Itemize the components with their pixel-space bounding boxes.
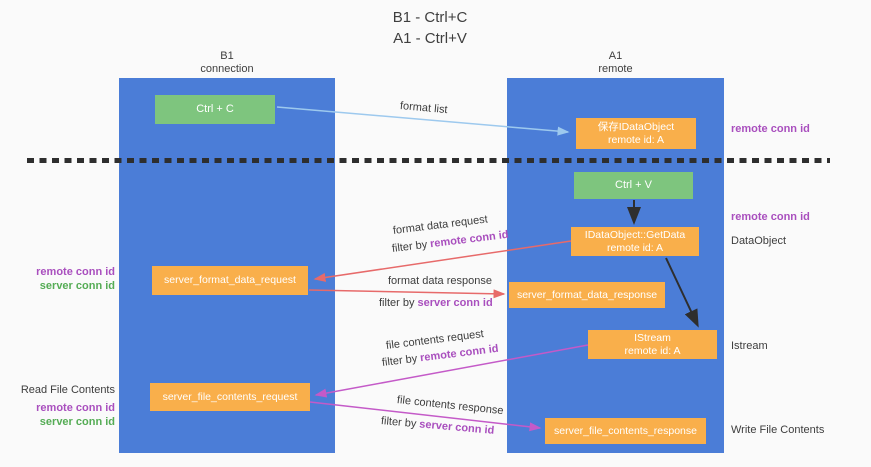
remote-conn-id-side-label-top: remote conn id [731, 123, 810, 135]
remote-conn-id-left-label-mid: remote conn id [36, 266, 115, 278]
remote-conn-id-left-label-bottom: remote conn id [36, 402, 115, 414]
save-idataobject-node: 保存IDataObject remote id: A [576, 118, 696, 149]
ctrl-v-node: Ctrl + V [574, 172, 693, 199]
lane-header-b1: B1 connection [119, 50, 335, 76]
server-conn-id-left-label-mid: server conn id [39, 280, 115, 292]
server-conn-id-text: server conn id [418, 418, 495, 437]
ctrl-c-label: Ctrl + C [196, 103, 234, 115]
read-file-contents-label: Read File Contents [20, 384, 115, 396]
filter-by-text: filter by [391, 238, 428, 255]
istream-side-label: Istream [731, 340, 768, 352]
file-contents-response-label: file contents response [396, 394, 505, 418]
remote-conn-id-side-label-mid: remote conn id [731, 211, 810, 223]
istream-line1: IStream [634, 331, 671, 344]
save-idataobject-line1: 保存IDataObject [597, 120, 675, 133]
server-conn-id-text: server conn id [417, 297, 493, 309]
server-file-contents-request-label: server_file_contents_request [162, 390, 298, 403]
server-format-data-response-node: server_format_data_response [509, 282, 665, 308]
idataobject-getdata-node: IDataObject::GetData remote id: A [571, 227, 699, 256]
lane-a1-subtitle: remote [598, 63, 633, 75]
lane-b1-subtitle: connection [200, 63, 254, 75]
format-data-response-arrow [308, 289, 506, 299]
ctrl-c-node: Ctrl + C [155, 95, 275, 124]
server-format-data-request-node: server_format_data_request [152, 266, 308, 295]
diagram-title: B1 - Ctrl+C A1 - Ctrl+V [300, 7, 560, 49]
server-format-data-request-label: server_format_data_request [164, 274, 296, 286]
getdata-line2: remote id: A [606, 241, 664, 254]
save-idataobject-line2: remote id: A [607, 133, 665, 146]
server-conn-id-left-label-bottom: server conn id [39, 416, 115, 428]
format-list-label: format list [399, 100, 449, 117]
filter-by-text: filter by [379, 297, 415, 309]
format-data-response-label: format data response [388, 275, 492, 287]
filter-by-text: filter by [380, 415, 417, 431]
remote-conn-id-text: remote conn id [429, 228, 510, 251]
ctrl-v-label: Ctrl + V [615, 179, 652, 191]
lane-a1-title: A1 [608, 50, 623, 62]
phase-divider-dashed-line [27, 158, 830, 163]
server-file-contents-response-label: server_file_contents_response [553, 424, 697, 437]
server-file-contents-request-node: server_file_contents_request [150, 383, 310, 411]
lane-b1-title: B1 [220, 50, 234, 62]
istream-line2: remote id: A [624, 344, 681, 357]
filter-by-text: filter by [381, 352, 418, 369]
title-line-1: B1 - Ctrl+C [392, 9, 468, 26]
server-file-contents-response-node: server_file_contents_response [545, 418, 706, 444]
dataobject-side-label: DataObject [731, 235, 787, 247]
lane-header-a1: A1 remote [507, 50, 724, 76]
server-format-data-response-label: server_format_data_response [516, 288, 658, 301]
title-line-2: A1 - Ctrl+V [393, 30, 467, 47]
write-file-contents-label: Write File Contents [731, 424, 825, 436]
getdata-line1: IDataObject::GetData [584, 228, 686, 241]
istream-node: IStream remote id: A [588, 330, 717, 359]
